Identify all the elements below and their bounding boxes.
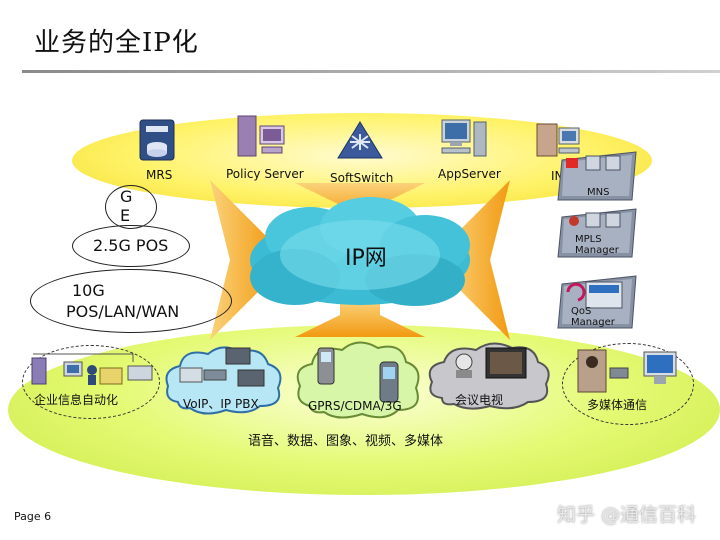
- ip-network-label: IP网: [345, 246, 387, 271]
- ip-cloud-shape: [250, 197, 470, 306]
- in-server-icon: [536, 123, 580, 157]
- watermark: 知乎 @通信百科: [557, 504, 697, 526]
- voip-cloud: [165, 346, 282, 415]
- enterprise-network-icon: [31, 353, 153, 385]
- page-title: 业务的全IP化: [34, 28, 199, 58]
- multimedia-label: 多媒体通信: [587, 398, 648, 412]
- enterprise-group-outline: [22, 345, 160, 419]
- service-label-mrs: MRS: [146, 168, 173, 182]
- qos-manager-label-line2: Manager: [571, 317, 615, 328]
- qos-manager-panel: [557, 275, 637, 329]
- softswitch-icon: [337, 121, 383, 159]
- service-label-softswitch: SoftSwitch: [330, 171, 394, 185]
- page-number: Page 6: [14, 510, 52, 523]
- bottom-caption: 语音、数据、图象、视频、多媒体: [248, 434, 444, 449]
- right-arrow-shape: [445, 180, 510, 340]
- video-conference-cloud: [428, 342, 550, 410]
- policy-server-icon: [237, 115, 285, 157]
- pos-label: 2.5G POS: [93, 236, 169, 255]
- pos-ring: [72, 225, 190, 267]
- ten-g-label-line2: POS/LAN/WAN: [66, 302, 180, 321]
- ten-g-ring: [30, 269, 232, 333]
- mns-panel: [557, 151, 637, 201]
- multimedia-group-outline: [562, 343, 694, 425]
- gprs-label: GPRS/CDMA/3G: [308, 399, 402, 413]
- service-label-appserver: AppServer: [438, 167, 501, 181]
- app-server-icon: [441, 119, 487, 157]
- ten-g-label-line1: 10G: [72, 281, 105, 300]
- converging-arrows: [210, 180, 510, 340]
- enterprise-label: 企业信息自动化: [34, 393, 119, 407]
- mpls-manager-label-line1: MPLS: [575, 234, 602, 245]
- video-conference-label: 会议电视: [455, 393, 504, 407]
- mpls-manager-label-line2: Manager: [575, 245, 619, 256]
- service-label-policy-server: Policy Server: [226, 167, 304, 181]
- bottom-arrow-shape: [295, 300, 425, 337]
- ge-label-line2: E: [120, 206, 131, 225]
- qos-manager-label-line1: QoS: [571, 306, 592, 317]
- title-divider: [22, 70, 720, 73]
- multimedia-icon: [577, 349, 677, 393]
- mpls-manager-panel: [557, 208, 637, 258]
- mns-label: MNS: [587, 187, 610, 198]
- voip-label: VoIP、IP PBX: [183, 397, 259, 411]
- ge-label-line1: G: [120, 187, 133, 206]
- mrs-server-icon: [139, 119, 175, 161]
- gprs-cloud: [296, 341, 420, 419]
